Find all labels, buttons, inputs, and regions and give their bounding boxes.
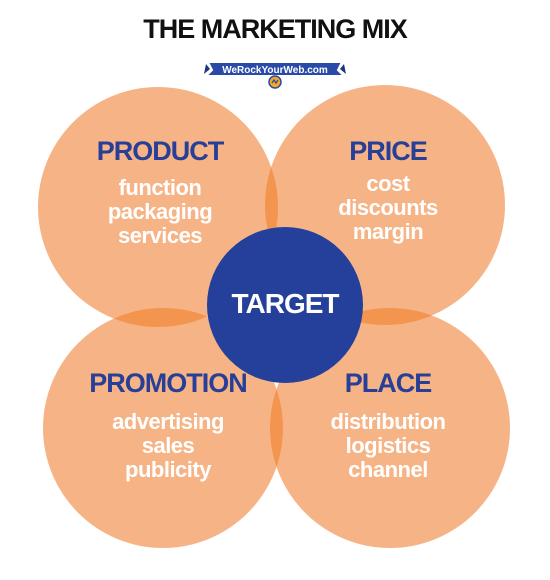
list-item: channel [348,457,428,482]
brand-logo: WeRockYourWeb.com [200,56,350,90]
promotion-heading: PROMOTION [89,368,248,398]
list-item: distribution [330,409,446,434]
product-items: function packaging services [50,176,270,248]
list-item: function [118,175,202,200]
price-heading: PRICE [349,136,428,166]
product-heading: PRODUCT [96,136,225,166]
list-item: discounts [338,195,438,220]
list-item: cost [366,171,410,196]
target-circle [207,227,363,383]
place-heading: PLACE [344,368,433,398]
list-item: services [117,223,203,248]
list-item: publicity [125,457,211,482]
promotion-items: advertising sales publicity [58,410,278,482]
list-item: packaging [107,199,213,224]
brand-logo-graphic: WeRockYourWeb.com [203,61,347,89]
list-item: logistics [345,433,431,458]
list-item: advertising [112,409,224,434]
list-item: sales [141,433,195,458]
brand-logo-text: WeRockYourWeb.com [222,65,328,76]
page-title: THE MARKETING MIX [143,14,408,44]
list-item: margin [352,219,424,244]
target-label: TARGET [231,288,339,319]
price-items: cost discounts margin [278,172,498,244]
promotion-circle [43,308,283,548]
place-items: distribution logistics channel [278,410,498,482]
